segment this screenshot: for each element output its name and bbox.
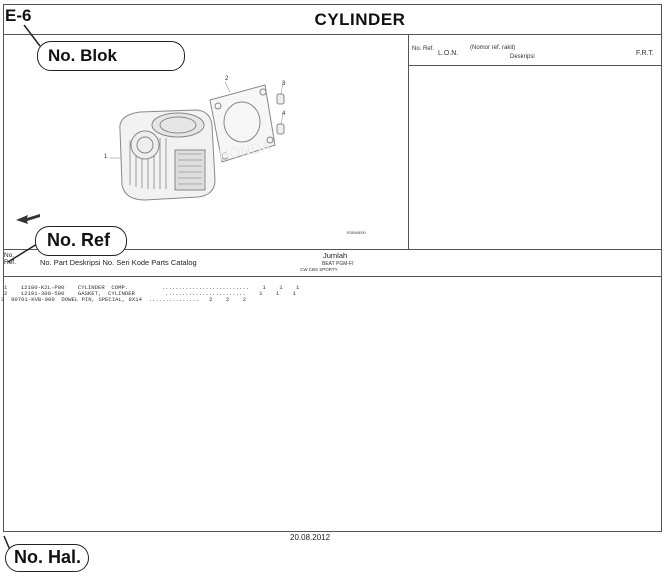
- footer-date: 20.08.2012: [290, 533, 331, 542]
- table-col-jumlah-sub2: CW CBS SPORTY: [300, 267, 338, 272]
- table-row: 2 12191-300-500 GASKET, CYLINDER .......…: [4, 290, 297, 298]
- table-header-divider: [3, 276, 662, 277]
- right-panel-header-divider: [408, 65, 662, 66]
- no-hal-callout: No. Hal.: [5, 544, 89, 572]
- right-col-frt: F.R.T.: [636, 50, 654, 57]
- front-arrow-icon: [16, 214, 40, 224]
- dowel-pins: [276, 93, 285, 135]
- page-frame: [3, 4, 662, 532]
- right-col-desc-top: (Nomor ref. rakit): [470, 45, 516, 51]
- right-col-lon: L.O.N.: [438, 50, 459, 57]
- diagram-divider: [408, 34, 409, 249]
- title-divider: [3, 34, 662, 35]
- diagram-callout-3: 3: [282, 81, 286, 87]
- cylinder-gasket: [209, 84, 276, 163]
- no-ref-callout: No. Ref: [35, 226, 127, 256]
- cylinder-exploded-diagram: HONDA: [110, 81, 285, 201]
- table-col-header: No. Part Deskripsi No. Seri Kode Parts C…: [40, 258, 197, 267]
- no-blok-callout: No. Blok: [37, 41, 185, 71]
- table-col-jumlah-sub1: BEAT PGM-FI: [322, 261, 354, 267]
- diagram-bottom-divider: [3, 249, 662, 250]
- parts-table-body: 1 12100-K2L-P00 CYLINDER COMP. .........…: [1, 284, 300, 304]
- right-col-no-ref: No. Ref.: [412, 46, 435, 52]
- page-title: CYLINDER: [314, 10, 406, 29]
- table-col-jumlah: Jumlah: [323, 251, 348, 260]
- table-row: 3 90701-KVB-900 DOWEL PIN, SPECIAL, 8X14…: [1, 296, 247, 304]
- diagram-callout-2: 2: [225, 76, 229, 82]
- drawing-code: E0006E00: [347, 230, 366, 235]
- leader-lines: [110, 81, 284, 159]
- right-col-desc: Deskripsi: [510, 54, 535, 60]
- block-code: E-6: [5, 6, 32, 25]
- no-blok-pointer: [23, 24, 41, 47]
- table-col-no-ref: No. Ref.: [4, 252, 16, 266]
- table-row: 1 12100-K2L-P00 CYLINDER COMP. .........…: [4, 284, 300, 291]
- cylinder-body: [119, 109, 216, 201]
- diagram-callout-1: 1: [104, 154, 108, 160]
- diagram-callout-4: 4: [282, 111, 286, 117]
- no-ref-pointer: [7, 243, 38, 263]
